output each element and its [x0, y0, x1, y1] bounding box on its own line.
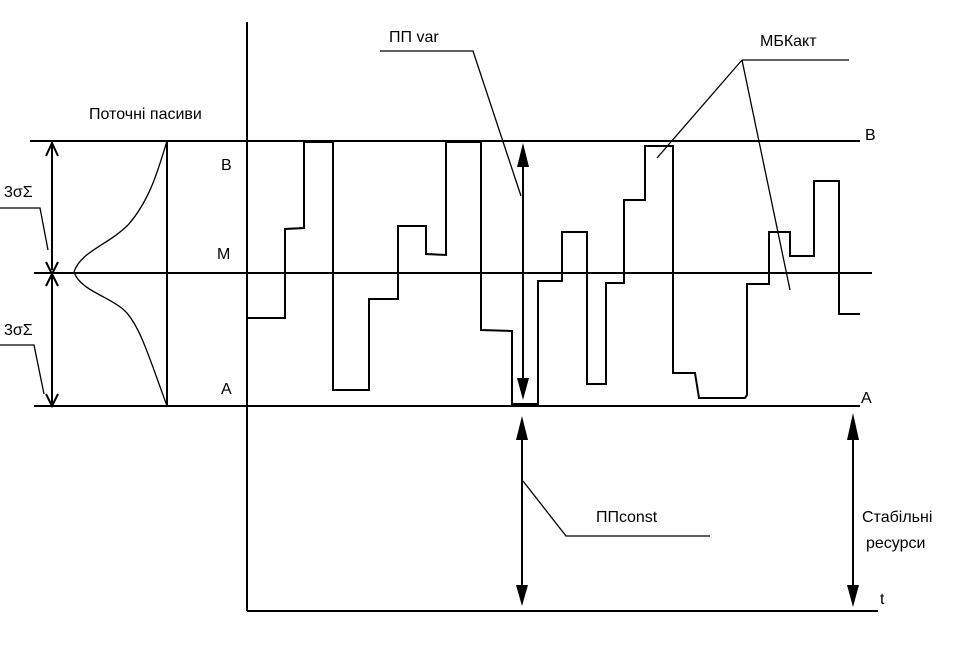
stable-resources-arrowhead-bottom — [847, 585, 859, 607]
title-label: Поточні пасиви — [89, 106, 202, 123]
sigma-lower-arrowhead-bottom — [45, 393, 59, 409]
stable-resources-label-line2: ресурси — [866, 535, 925, 552]
sigma-lower-label: 3σΣ — [4, 322, 33, 339]
sigma-lower-arrowhead-top — [45, 271, 59, 287]
mbk-leader-right — [741, 59, 791, 291]
level-a-label-right: A — [861, 390, 872, 407]
level-m-label-left: M — [217, 246, 230, 263]
sigma-upper-arrowhead-top — [45, 140, 59, 157]
level-b-label-right: B — [865, 127, 876, 144]
pp-const-label: ПП​const — [596, 509, 658, 526]
level-b-label-left: B — [221, 157, 232, 174]
pp-const-arrowhead-bottom — [516, 585, 528, 606]
stable-resources-arrowhead-top — [847, 413, 859, 440]
normal-distribution-curve — [73, 140, 168, 407]
sigma-upper-leader — [0, 207, 49, 251]
pp-const-leader — [522, 480, 710, 537]
pp-var-arrowhead-top — [517, 143, 529, 167]
pp-var-label: ПП var — [389, 29, 439, 46]
level-a-label-left: A — [221, 381, 232, 398]
stable-resources-label-line1: Стабільні — [862, 509, 932, 526]
pp-var-arrowhead-bottom — [517, 378, 529, 400]
pp-var-leader — [380, 50, 522, 197]
mbk-leader-left — [656, 59, 743, 159]
sigma-lower-leader — [0, 344, 45, 395]
mbk-label: МБКакт — [760, 33, 817, 50]
time-axis-label: t — [880, 591, 885, 608]
pp-const-arrowhead-top — [516, 416, 528, 440]
mbk-step-curve — [247, 141, 860, 405]
sigma-upper-label: 3σΣ — [4, 184, 33, 201]
